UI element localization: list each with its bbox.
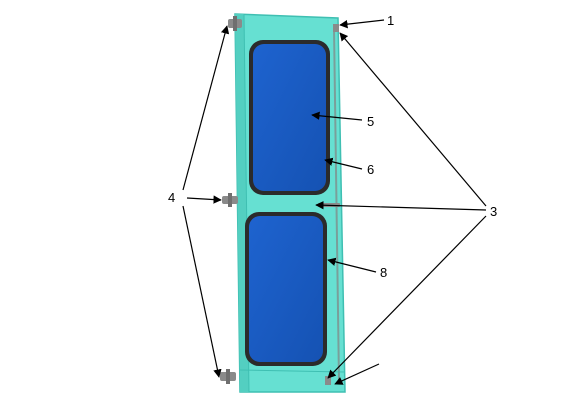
lower-window (245, 212, 327, 366)
callout-4: 4 (168, 190, 175, 205)
hinge-top (228, 16, 242, 31)
latch-top (333, 24, 339, 32)
leader-3c (327, 215, 487, 379)
latch-bottom (325, 376, 331, 385)
upper-window-glass (253, 44, 326, 191)
leader-5 (311, 111, 363, 121)
callout-5: 5 (367, 114, 374, 129)
leader-8 (327, 257, 377, 273)
leader-1 (339, 19, 385, 29)
door-bottom-edge (239, 369, 345, 373)
leader-4a (182, 25, 230, 191)
leader-6 (324, 157, 363, 170)
leader-3a (339, 32, 487, 207)
leader-lines (182, 19, 487, 385)
callout-6: 6 (367, 162, 374, 177)
upper-window (249, 40, 330, 195)
leader-unlabeled (334, 363, 380, 385)
leader-3b (315, 201, 487, 211)
leader-4b (186, 195, 222, 204)
leader-4c (182, 205, 222, 378)
callout-1: 1 (387, 13, 394, 28)
hinge-middle (222, 193, 238, 207)
lower-window-glass (249, 216, 323, 362)
callout-3: 3 (490, 204, 497, 219)
callout-8: 8 (380, 265, 387, 280)
hinge-bottom (220, 369, 236, 384)
